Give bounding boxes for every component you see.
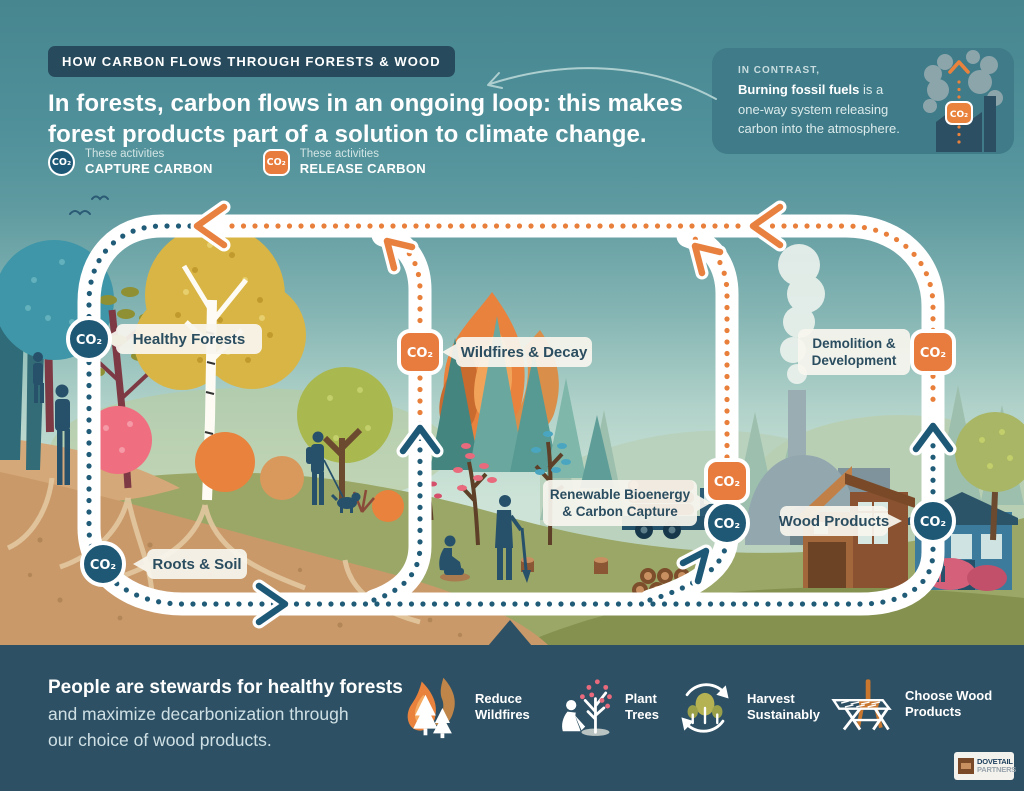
- top-right-release-arrow: [749, 203, 784, 249]
- forest-capture-arrow: [399, 424, 441, 455]
- logo-line1: DOVETAIL: [977, 757, 1013, 766]
- dog-walker: [306, 431, 361, 513]
- co2-badges: CO₂ CO₂ CO₂ CO₂ CO₂ CO₂ CO₂: [66, 316, 956, 587]
- co2-release-icon: CO₂: [262, 148, 290, 176]
- bioenergy-label-line1: Renewable Bioenergy: [550, 487, 691, 502]
- hikers: [33, 352, 70, 485]
- co2-badge-demolition: [910, 329, 956, 375]
- action-plant-trees: Plant Trees: [560, 673, 659, 741]
- dovetail-partners-logo: DOVETAIL PARTNERS: [954, 752, 1017, 780]
- statement-line1: People are stewards for healthy forests: [48, 677, 403, 698]
- kneeling-planter: [439, 535, 464, 575]
- action-label-line1: Plant: [625, 691, 657, 706]
- co2-badge-wildfires: [397, 329, 443, 375]
- bioenergy-label-line2: & Carbon Capture: [562, 504, 678, 519]
- choose-wood-products-icon: [831, 679, 892, 731]
- action-label-line1: Reduce: [475, 691, 522, 706]
- statement-line2: and maximize decarbonization through: [48, 704, 349, 724]
- bioenergy-merge-arrow: [691, 242, 724, 277]
- label-pills: [102, 324, 924, 579]
- co2-label: CO₂: [950, 110, 968, 120]
- bioenergy-capture-arrow: [679, 547, 710, 585]
- wildfires-decay-label: Wildfires & Decay: [461, 344, 588, 361]
- top-left-release-arrow: [193, 203, 228, 249]
- wood-capture-arrow: [912, 422, 954, 453]
- co2-badge-roots-soil: [80, 541, 126, 587]
- fossil-fuel-callout: IN CONTRAST, Burning fossil fuels is a o…: [712, 48, 1014, 154]
- birds: [69, 195, 109, 216]
- legend-capture-line2: CAPTURE CARBON: [85, 161, 213, 177]
- factory-smoke: [923, 50, 1003, 113]
- action-choose-wood: Choose Wood Products: [826, 673, 992, 735]
- plant-trees-icon: [562, 679, 612, 736]
- harvest-sustainably-icon: [681, 683, 729, 733]
- legend-release-line2: RELEASE CARBON: [299, 161, 426, 177]
- legend-release-line1: These activities: [299, 148, 379, 160]
- logo-line2: PARTNERS: [977, 765, 1017, 774]
- roots-soil-label: Roots & Soil: [152, 556, 241, 573]
- action-label-line2: Products: [905, 704, 962, 719]
- co2-text: CO₂: [920, 515, 946, 530]
- table: [831, 699, 892, 731]
- action-label-line2: Trees: [625, 707, 659, 722]
- statement-line3: our choice of wood products.: [48, 730, 272, 750]
- action-reduce-wildfires: Reduce Wildfires: [400, 673, 530, 741]
- soil-flow-arrow: [255, 582, 289, 626]
- co2-badge-wood-products: [910, 498, 956, 544]
- headline: In forests, carbon flows in an ongoing l…: [48, 90, 683, 149]
- footer: People are stewards for healthy forests …: [0, 645, 1024, 791]
- wood-products-label: Wood Products: [779, 513, 890, 530]
- demolition-label-line1: Demolition &: [812, 336, 895, 351]
- stewardship-statement: People are stewards for healthy forests …: [48, 675, 403, 753]
- pine-forest: [430, 316, 614, 488]
- callout-connector-arrow: [487, 67, 717, 100]
- co2-text: CO₂: [407, 346, 433, 361]
- title-badge: HOW CARBON FLOWS THROUGH FORESTS & WOOD: [48, 46, 455, 77]
- kneeling-person-icon: [562, 700, 586, 732]
- action-label-line1: Harvest: [747, 691, 795, 706]
- callout-kicker: IN CONTRAST,: [738, 65, 820, 76]
- callout-emphasis: Burning fossil fuels: [738, 82, 860, 97]
- callout-body: Burning fossil fuels is a one-way system…: [738, 80, 910, 139]
- up-arrow-icon: [948, 60, 970, 74]
- co2-text: CO₂: [714, 475, 740, 490]
- diagram-labels: Healthy Forests Wildfires & Decay Wood P…: [66, 316, 956, 587]
- factory-chimney: [984, 96, 996, 152]
- footer-notch: [488, 620, 532, 646]
- wildfire-merge-arrow: [383, 237, 416, 272]
- callout-text: is a one-way system releasing carbon int…: [738, 82, 900, 136]
- action-label-line2: Wildfires: [475, 707, 530, 722]
- dovetail-logo-icon: [958, 758, 974, 774]
- reduce-wildfires-icon: [407, 677, 455, 739]
- co2-release-badge: [945, 101, 973, 125]
- co2-text: CO₂: [90, 558, 116, 573]
- action-label-line1: Choose Wood: [905, 688, 993, 703]
- co2-text: CO₂: [920, 346, 946, 361]
- factory-icon: CO₂: [923, 50, 1003, 152]
- co2-text: CO₂: [76, 333, 102, 348]
- legend: CO₂ These activities CAPTURE CARBON CO₂ …: [48, 147, 426, 178]
- flow-arrows: [190, 200, 957, 629]
- action-label-line2: Sustainably: [747, 707, 820, 722]
- standing-planter: [495, 495, 531, 583]
- legend-release: CO₂ These activities RELEASE CARBON: [262, 147, 426, 178]
- healthy-forests-label: Healthy Forests: [133, 331, 246, 348]
- co2-text: CO₂: [714, 517, 740, 532]
- demolition-label-line2: Development: [812, 353, 897, 368]
- co2-badge-healthy-forests: [66, 316, 112, 362]
- legend-capture-line1: These activities: [85, 148, 165, 160]
- co2-badge-bioenergy-release: [704, 458, 750, 504]
- co2-capture-icon: CO₂: [48, 148, 75, 176]
- legend-capture: CO₂ These activities CAPTURE CARBON: [48, 147, 213, 178]
- action-harvest-sustainably: Harvest Sustainably: [672, 673, 820, 741]
